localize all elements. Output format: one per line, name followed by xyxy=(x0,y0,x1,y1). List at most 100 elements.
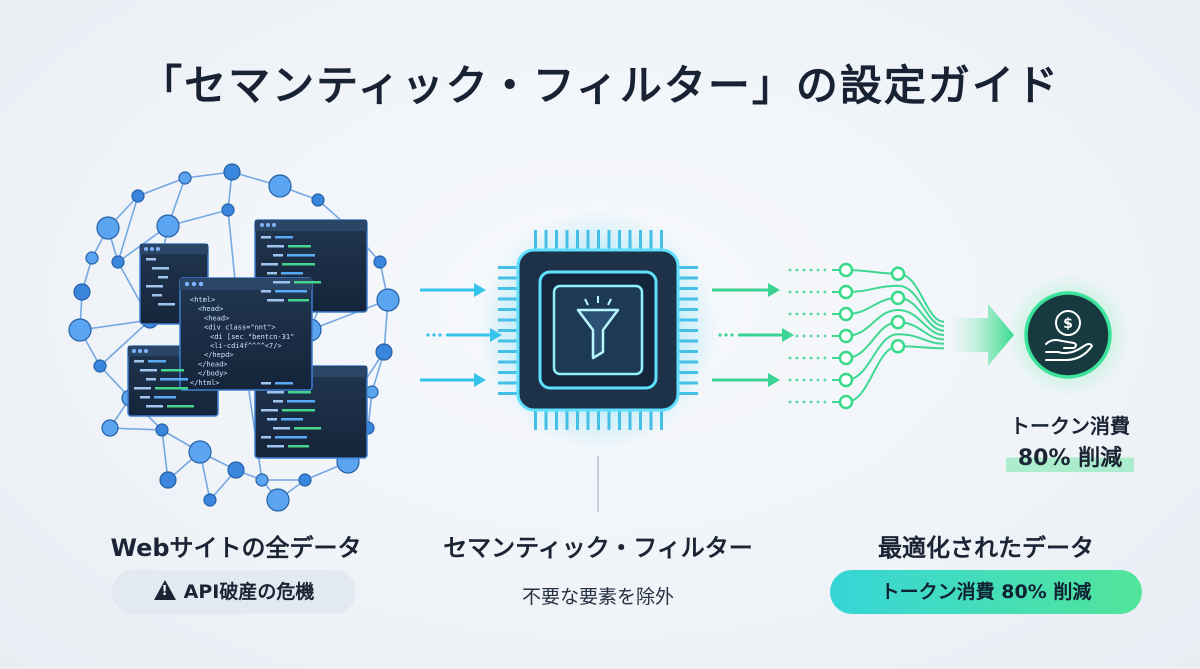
code-bar xyxy=(261,290,271,293)
code-line: <div class="nnt"> xyxy=(204,324,276,332)
chip-pin xyxy=(618,230,621,250)
stream-dot xyxy=(809,290,813,294)
network-node xyxy=(96,216,120,240)
chip-pin xyxy=(597,230,600,250)
arrow-dot xyxy=(718,333,722,337)
chip-pin xyxy=(639,230,642,250)
chip-pin xyxy=(628,230,632,250)
chip-pin xyxy=(678,287,698,290)
stream-dot xyxy=(816,268,820,272)
chip-pin xyxy=(498,308,518,311)
stream-node xyxy=(890,339,906,354)
chip-pin xyxy=(498,392,518,395)
chip-pin xyxy=(555,410,558,430)
network-node xyxy=(111,255,125,269)
stream-node xyxy=(890,290,906,306)
stream-dot xyxy=(788,290,792,294)
stream-node xyxy=(838,284,854,300)
code-bar xyxy=(273,254,283,257)
stream-dot xyxy=(816,378,820,382)
stream-dot xyxy=(795,312,799,316)
arrow-head xyxy=(474,373,486,387)
chip-pin xyxy=(555,230,558,250)
network-node xyxy=(375,343,393,361)
code-bar xyxy=(294,427,321,430)
chip-pin xyxy=(498,350,518,353)
chip-pin xyxy=(678,392,698,395)
code-line: <li-cdi4f^^^^<7/> xyxy=(210,342,282,350)
network-node xyxy=(85,251,99,265)
stream-dot xyxy=(816,334,820,338)
network-node xyxy=(156,214,180,238)
stream-dot xyxy=(802,290,806,294)
stream-path xyxy=(832,308,945,337)
chip-pin xyxy=(607,410,611,430)
chip-pin xyxy=(576,230,579,250)
chip-pin xyxy=(498,360,518,364)
code-bar xyxy=(273,281,290,284)
code-bar xyxy=(275,436,307,439)
stream-dot xyxy=(788,356,792,360)
code-bar xyxy=(273,427,290,430)
code-line: </head> xyxy=(198,360,228,368)
stream-dot xyxy=(809,400,813,404)
code-window-main: <html><head><head><div class="nnt"><di [… xyxy=(179,277,313,391)
chip-pin xyxy=(678,381,698,385)
code-bar xyxy=(267,418,277,421)
stream-dot xyxy=(802,312,806,316)
page-title: 「セマンティック・フィルター」の設定ガイド xyxy=(140,61,1060,110)
code-bar xyxy=(146,378,156,381)
stream-dot xyxy=(809,356,813,360)
chip-pin xyxy=(498,297,518,301)
stream-dot xyxy=(816,290,820,294)
stream-dot xyxy=(795,356,799,360)
code-bar xyxy=(267,391,284,394)
code-bar xyxy=(158,276,168,279)
chip-pin xyxy=(618,410,621,430)
output-big-arrow xyxy=(950,304,1014,366)
code-bar xyxy=(267,445,284,448)
stream-node xyxy=(838,306,854,322)
code-bar xyxy=(261,382,271,385)
arrow-dot xyxy=(432,333,436,337)
chip-pin xyxy=(586,410,590,430)
stream-path xyxy=(832,284,945,328)
code-line-decorations xyxy=(134,236,321,448)
code-bar xyxy=(140,369,157,372)
api-bankruptcy-badge: API破産の危機 xyxy=(112,570,356,614)
code-bar xyxy=(134,360,144,363)
code-bar xyxy=(267,299,284,302)
code-line: <head> xyxy=(198,305,223,313)
chip-pin xyxy=(597,410,600,430)
saving-caption-line2: 80% 削減 xyxy=(1006,440,1134,472)
code-bar xyxy=(288,299,309,302)
network-node xyxy=(376,288,400,312)
chip-pin xyxy=(565,410,569,430)
chip-pin xyxy=(534,410,537,430)
code-bar xyxy=(282,409,315,412)
chip-pin xyxy=(678,308,698,311)
middle-label: セマンティック・フィルター xyxy=(443,534,753,562)
stream-dot xyxy=(788,268,792,272)
network-node xyxy=(311,193,325,207)
chip-pin xyxy=(678,266,698,269)
code-bar xyxy=(261,236,271,239)
code-bar xyxy=(261,409,278,412)
code-bar xyxy=(261,436,271,439)
stream-dot xyxy=(809,378,813,382)
network-node xyxy=(131,189,145,203)
code-bar xyxy=(146,405,163,408)
code-bar xyxy=(281,272,303,275)
stream-dot xyxy=(788,378,792,382)
stream-dot xyxy=(802,356,806,360)
arrow-head xyxy=(782,328,794,342)
code-line: </body> xyxy=(198,370,228,378)
code-bar xyxy=(261,263,278,266)
code-bar xyxy=(152,267,169,270)
stream-node xyxy=(838,350,854,366)
funnel-icon xyxy=(576,296,620,360)
code-bar xyxy=(161,369,184,372)
chip-pin xyxy=(498,266,518,269)
code-bar xyxy=(287,400,315,403)
stream-dot xyxy=(802,400,806,404)
